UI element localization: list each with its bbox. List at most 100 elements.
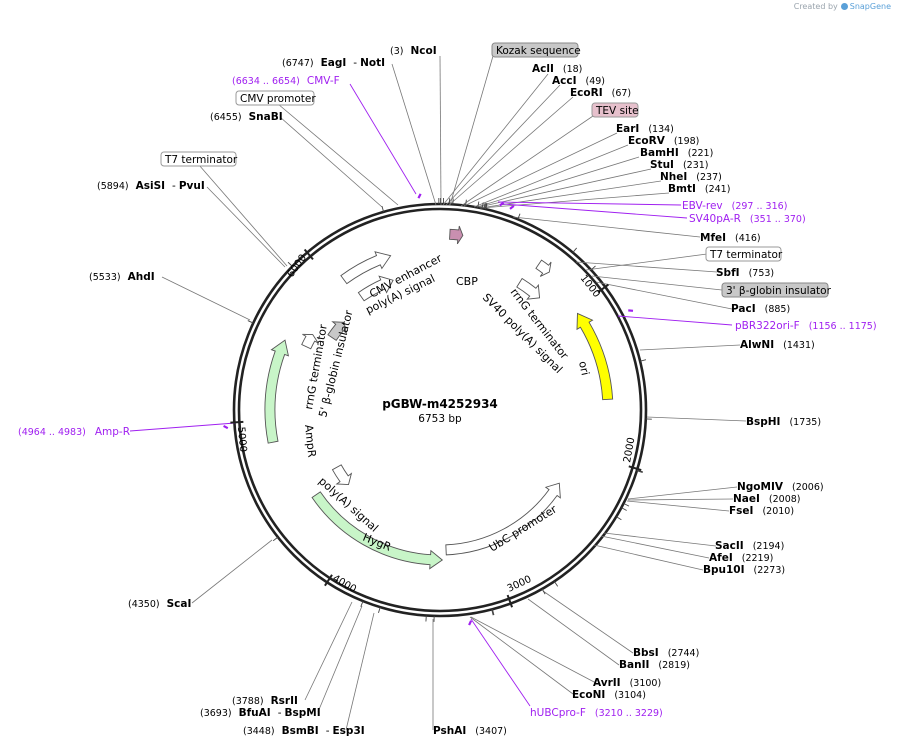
site-bsmbi-pos: (3448) (243, 726, 275, 737)
tick-1000 (597, 283, 609, 294)
site-paci-pos: (885) (765, 304, 791, 315)
site-naei[interactable]: NaeI(2008) (733, 493, 801, 505)
site-acci[interactable]: AccI(49) (552, 75, 605, 87)
primer-pbr322ori-f[interactable]: pBR322ori-F(1156 .. 1175) (735, 320, 877, 332)
primer-ebv-rev[interactable]: EBV-rev(297 .. 316) (682, 200, 787, 212)
feature-arrow-ori-5[interactable] (576, 312, 614, 401)
feature-arrow-cmv-enhancer-0[interactable] (340, 251, 392, 285)
backbone-outer-ring (232, 202, 648, 618)
site-ngomiv[interactable]: NgoMIV(2006) (737, 481, 824, 493)
site-bpu10i[interactable]: Bpu10I (2273) (703, 564, 785, 576)
site-snabi[interactable]: (6455)SnaBI (210, 111, 283, 123)
site-eari[interactable]: EarI (134) (616, 123, 674, 135)
site-ngomiv-pos: (2006) (792, 482, 824, 493)
site-banii-name: BanII (619, 659, 649, 671)
site-paci[interactable]: PacI (885) (731, 303, 790, 315)
t7-term-label-2: T7 terminator (709, 249, 783, 261)
feature-arrow-poly-a-signal-1[interactable] (357, 275, 394, 302)
site-afei[interactable]: AfeI(2219) (709, 552, 773, 564)
site-afei-pos: (2219) (742, 553, 774, 564)
site-acli[interactable]: AclI(18) (532, 63, 582, 75)
site-bpu10i-name: Bpu10I (703, 564, 745, 576)
site-ahdi[interactable]: (5533) AhdI (89, 271, 155, 283)
site-scai[interactable]: (4350)ScaI (128, 598, 191, 610)
primer-hubcpro-f-range: (3210 .. 3229) (595, 708, 663, 719)
site-stui-pos: (231) (683, 160, 709, 171)
feature-arrow-ubc-promoter-6[interactable] (445, 482, 561, 556)
feature-arrow-5-globin-insulator-11[interactable] (327, 321, 348, 341)
site-rsrii[interactable]: (3788)RsrII (232, 695, 298, 707)
feature-arrow-rrng-terminator-10[interactable] (301, 333, 319, 350)
feature-arrow-sv40-poly-a-signal-4[interactable] (516, 277, 541, 300)
site-bsmbi-esp3i[interactable]: (3448)BsmBI-Esp3I (243, 725, 365, 737)
site-pshai[interactable]: PshAI(3407) (433, 725, 507, 737)
site-ahdi-pos: (5533) (89, 272, 121, 283)
site-sbfi[interactable]: SbfI(753) (716, 267, 774, 279)
primer-mark-cmv-f (417, 193, 422, 199)
site-mfei-pos: (416) (735, 233, 761, 244)
primer-sv40pa-r-name: SV40pA-R (689, 213, 741, 225)
site-nhei[interactable]: NheI(237) (660, 171, 722, 183)
site-bfuai-name: BfuAI (239, 707, 271, 719)
tev-box (591, 102, 639, 118)
feature-arrow-ampr-9[interactable] (264, 339, 290, 444)
credit-prefix: Created by (793, 2, 838, 11)
site-bmti[interactable]: BmtI(241) (668, 183, 730, 195)
site-bsphi[interactable]: BspHI(1735) (746, 416, 821, 428)
site-mark-rsrii (360, 600, 364, 607)
site-mark-stui (483, 202, 486, 209)
site-mark-sacii (623, 502, 630, 507)
primer-hubcpro-f[interactable]: hUBCpro-F(3210 .. 3229) (530, 707, 663, 719)
site-alwni[interactable]: AlwNI(1431) (740, 339, 815, 351)
feature-label-ubc: UbC promoter (487, 502, 560, 554)
site-ecori-name: EcoRI (570, 87, 603, 99)
site-mfei-name: MfeI (700, 232, 726, 244)
bp-ticks (230, 248, 642, 608)
site-asisi-pvui[interactable]: (5894)AsiSI-PvuI (97, 180, 205, 192)
feature-arrow-cbp-2[interactable] (449, 225, 464, 245)
feature-arrow-poly-a-signal-8[interactable] (331, 464, 353, 485)
site-bpu10i-pos: (2273) (754, 565, 786, 576)
site-bsphi-pos: (1735) (789, 417, 821, 428)
bglobin-3-box (721, 282, 829, 298)
site-bbsi[interactable]: BbsI(2744) (633, 647, 699, 659)
site-esp3i-name: Esp3I (333, 725, 365, 737)
feature-label-cbp: CBP (456, 275, 478, 288)
primer-sv40pa-r[interactable]: SV40pA-R(351 .. 370) (689, 213, 806, 225)
bglobin-3-label: 3' β-globin insulator (726, 285, 832, 297)
feature-layer (264, 225, 614, 570)
site-nhei-pos: (237) (696, 172, 722, 183)
site-rsrii-name: RsrII (271, 695, 298, 707)
site-bfuai-bspmi[interactable]: (3693)BfuAI-BspMI (200, 707, 321, 719)
primer-amp-r[interactable]: (4964 .. 4983)Amp-R (18, 426, 130, 438)
site-eari-name: EarI (616, 123, 639, 135)
site-ncoi[interactable]: (3)NcoI (390, 45, 437, 57)
feature-arrow-rrng-terminator-3[interactable] (535, 259, 552, 277)
site-mfei[interactable]: MfeI (416) (700, 232, 761, 244)
site-eari-pos: (134) (648, 124, 674, 135)
site-ahdi-name: AhdI (128, 271, 155, 283)
site-ecorv[interactable]: EcoRV(198) (628, 135, 699, 147)
site-bamhi[interactable]: BamHI(221) (640, 147, 713, 159)
site-mark-asisi (287, 261, 293, 267)
site-econi[interactable]: EcoNI(3104) (572, 689, 646, 701)
site-fsei[interactable]: FseI(2010) (729, 505, 794, 517)
site-eagi-noti[interactable]: (6747)EagI-NotI (282, 57, 385, 69)
site-avrii[interactable]: AvrII(3100) (593, 677, 661, 689)
site-ecori[interactable]: EcoRI(67) (570, 87, 631, 99)
site-paci-name: PacI (731, 303, 756, 315)
site-mark-paci (590, 265, 596, 271)
primer-cmv-f[interactable]: (6634 .. 6654)CMV-F (232, 75, 340, 87)
site-bbsi-pos: (2744) (668, 648, 700, 659)
site-stui[interactable]: StuI(231) (650, 159, 709, 171)
feature-arrow-hygr-7[interactable] (311, 491, 444, 570)
site-mark-banii (541, 588, 546, 595)
primer-mark-ebv-rev (499, 201, 505, 207)
site-banii[interactable]: BanII(2819) (619, 659, 690, 671)
site-bamhi-pos: (221) (688, 148, 714, 159)
site-alwni-pos: (1431) (783, 340, 815, 351)
site-eagi-name: EagI (321, 57, 347, 69)
site-sacii[interactable]: SacII(2194) (715, 540, 784, 552)
site-asisi-name: AsiSI (136, 180, 165, 192)
